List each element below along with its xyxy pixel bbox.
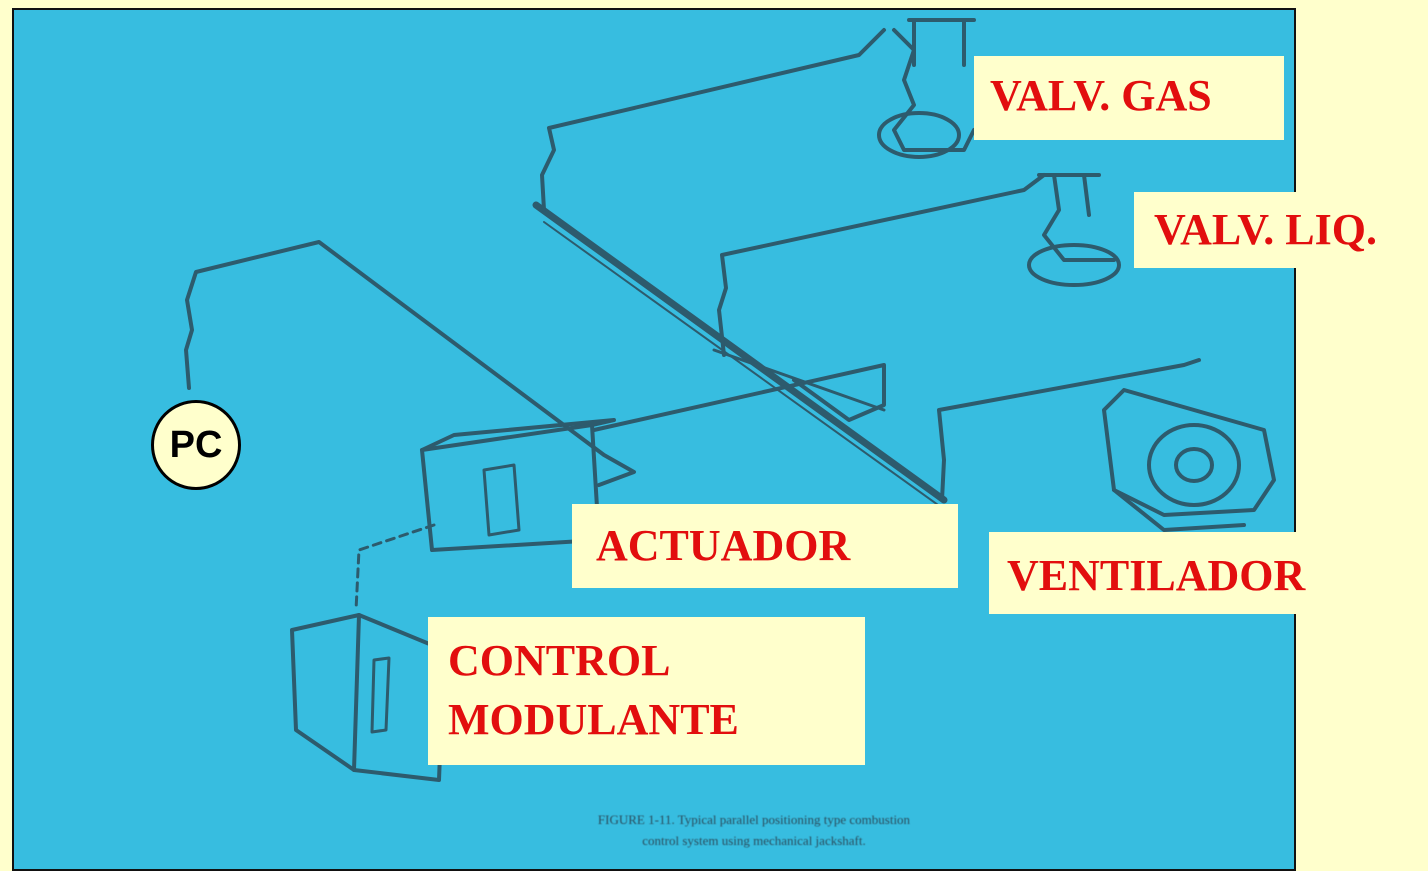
fan-hub [1174,447,1214,483]
figure-caption: FIGURE 1-11. Typical parallel positionin… [597,812,911,848]
pc-linkage [184,240,636,487]
fan-linkage [937,358,1201,502]
fan-base [1112,488,1246,532]
label-control-modulante: CONTROL MODULANTE [428,617,865,765]
liquid-valve-bonnet [1027,243,1121,287]
actuator-rod [712,348,886,412]
gas-valve-linkage [540,28,886,212]
liquid-valve-body [1037,173,1116,262]
actuator-box-top [420,418,616,452]
gas-valve-stem [907,18,976,67]
pc-sensor-circle: PC [151,400,241,490]
gas-valve-bonnet [877,111,961,159]
label-valv-liq: VALV. LIQ. [1134,192,1420,268]
line-drawing [184,18,1276,782]
actuator-box-detail [482,463,521,537]
control-box-edge [352,613,361,772]
control-box [290,613,446,782]
label-actuador: ACTUADOR [572,504,958,588]
jackshaft-edge [543,221,953,516]
jackshaft [532,201,948,504]
fan-wheel [1147,423,1241,507]
actuator-arm [592,363,886,432]
liquid-valve-linkage [717,173,1046,357]
label-valv-gas: VALV. GAS [974,56,1284,140]
control-signal-line [354,523,436,612]
control-box-detail [370,656,391,734]
fan-housing [1102,388,1276,517]
label-ventilador: VENTILADOR [989,532,1305,614]
